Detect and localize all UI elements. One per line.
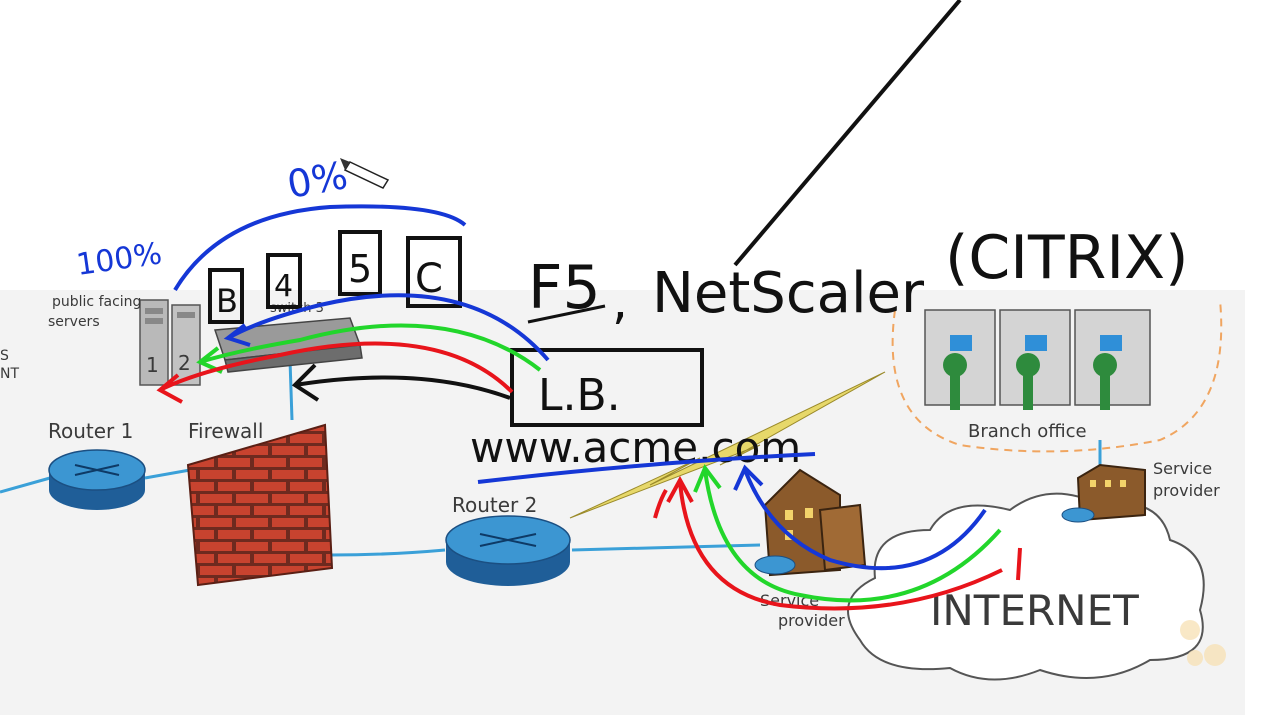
service-provider-right-label-1: Service	[1153, 459, 1212, 478]
server-box-b: B	[208, 268, 244, 324]
lb-label: L.B.	[538, 370, 621, 421]
firewall-label: Firewall	[188, 419, 263, 443]
f5-annotation: F5	[528, 253, 601, 323]
server-box-c: C	[406, 236, 462, 308]
red-incoming-arrow	[666, 475, 1003, 611]
url-annotation: www.acme.com	[470, 423, 801, 472]
pencil-cursor-icon	[340, 158, 390, 189]
server-1-label: 1	[146, 353, 159, 377]
internet-label: INTERNET	[930, 586, 1139, 635]
router-2	[445, 515, 571, 586]
red-traffic-arrow	[156, 341, 514, 404]
service-provider-bottom-label-2: provider	[778, 611, 845, 630]
router-1-label: Router 1	[48, 419, 133, 443]
service-provider-building-right	[1061, 463, 1146, 523]
firewall	[186, 423, 334, 587]
server-1: 1	[139, 299, 169, 386]
blue-incoming-arrow	[733, 464, 987, 571]
router-1	[48, 449, 146, 510]
blue-capacity-arc	[173, 204, 467, 292]
box-5-label: 5	[348, 247, 372, 291]
server-box-4: 4	[266, 253, 302, 309]
url-underline	[477, 452, 816, 484]
branch-office	[891, 299, 1223, 453]
percent-0-annotation: 0%	[284, 153, 351, 207]
public-facing-label: public facing	[52, 294, 141, 310]
black-arrow-to-switch	[291, 363, 511, 402]
decorative-dots	[1180, 620, 1226, 666]
comma-annotation: ,	[612, 272, 628, 330]
server-2: 2	[171, 304, 201, 386]
f5-underline	[527, 304, 606, 324]
service-provider-building-bottom	[754, 468, 867, 577]
server-box-5: 5	[338, 230, 382, 296]
branch-office-label: Branch office	[968, 421, 1087, 442]
left-cut-label-2: NT	[0, 366, 19, 382]
servers-label: servers	[48, 314, 100, 330]
router-2-label: Router 2	[452, 493, 537, 517]
left-cut-label-1: S	[0, 348, 9, 364]
box-b-label: B	[216, 282, 238, 320]
load-balancer-box: L.B.	[510, 348, 704, 427]
server-2-label: 2	[178, 351, 191, 375]
green-incoming-arrow	[693, 464, 1002, 603]
percent-100-annotation: 100%	[74, 236, 164, 283]
citrix-annotation: (CITRIX)	[945, 223, 1189, 293]
netscaler-annotation: NetScaler	[652, 261, 925, 326]
red-tick-mark	[1016, 547, 1022, 581]
internet-cloud	[847, 492, 1205, 681]
pointer-line	[733, 0, 962, 267]
box-4-label: 4	[274, 269, 293, 304]
service-provider-right-label-2: provider	[1153, 481, 1220, 500]
lightning-bolts	[569, 371, 886, 519]
red-tick-mark-2	[653, 488, 668, 519]
blue-traffic-arrow	[223, 293, 550, 362]
